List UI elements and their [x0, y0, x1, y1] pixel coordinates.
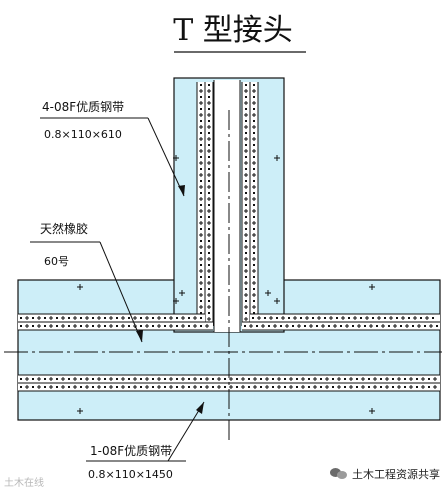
callout-rubber-dims: 60号 — [44, 255, 69, 268]
callout-top-arrow — [178, 185, 185, 196]
body-cross-marks — [77, 155, 375, 414]
callout-top-leader — [147, 117, 185, 197]
stem-gap — [214, 80, 240, 332]
callout-rubber-arrow — [136, 330, 143, 342]
watermark-right-text: 土木工程资源共享 — [352, 468, 440, 481]
wechat-icon — [330, 467, 348, 481]
callout-rubber-name: 天然橡胶 — [40, 221, 88, 236]
callout-rubber-leader — [99, 241, 143, 343]
callout-top-name: 4-08F优质钢带 — [42, 100, 124, 114]
callout-bottom-dims: 0.8×110×1450 — [88, 468, 173, 481]
diagram-title: T 型接头 — [173, 13, 293, 48]
steel-strip-layers — [18, 82, 440, 392]
callout-bottom-leader — [167, 401, 205, 462]
callout-bottom-arrow — [196, 402, 204, 414]
watermark-left: 土木在线 — [4, 478, 44, 489]
callout-bottom-name: 1-08F优质钢带 — [90, 444, 172, 458]
fold-ply-left-b — [18, 322, 213, 330]
callout-top-dims: 0.8×110×610 — [44, 128, 122, 141]
watermark-right: 土木工程资源共享 — [330, 466, 440, 482]
